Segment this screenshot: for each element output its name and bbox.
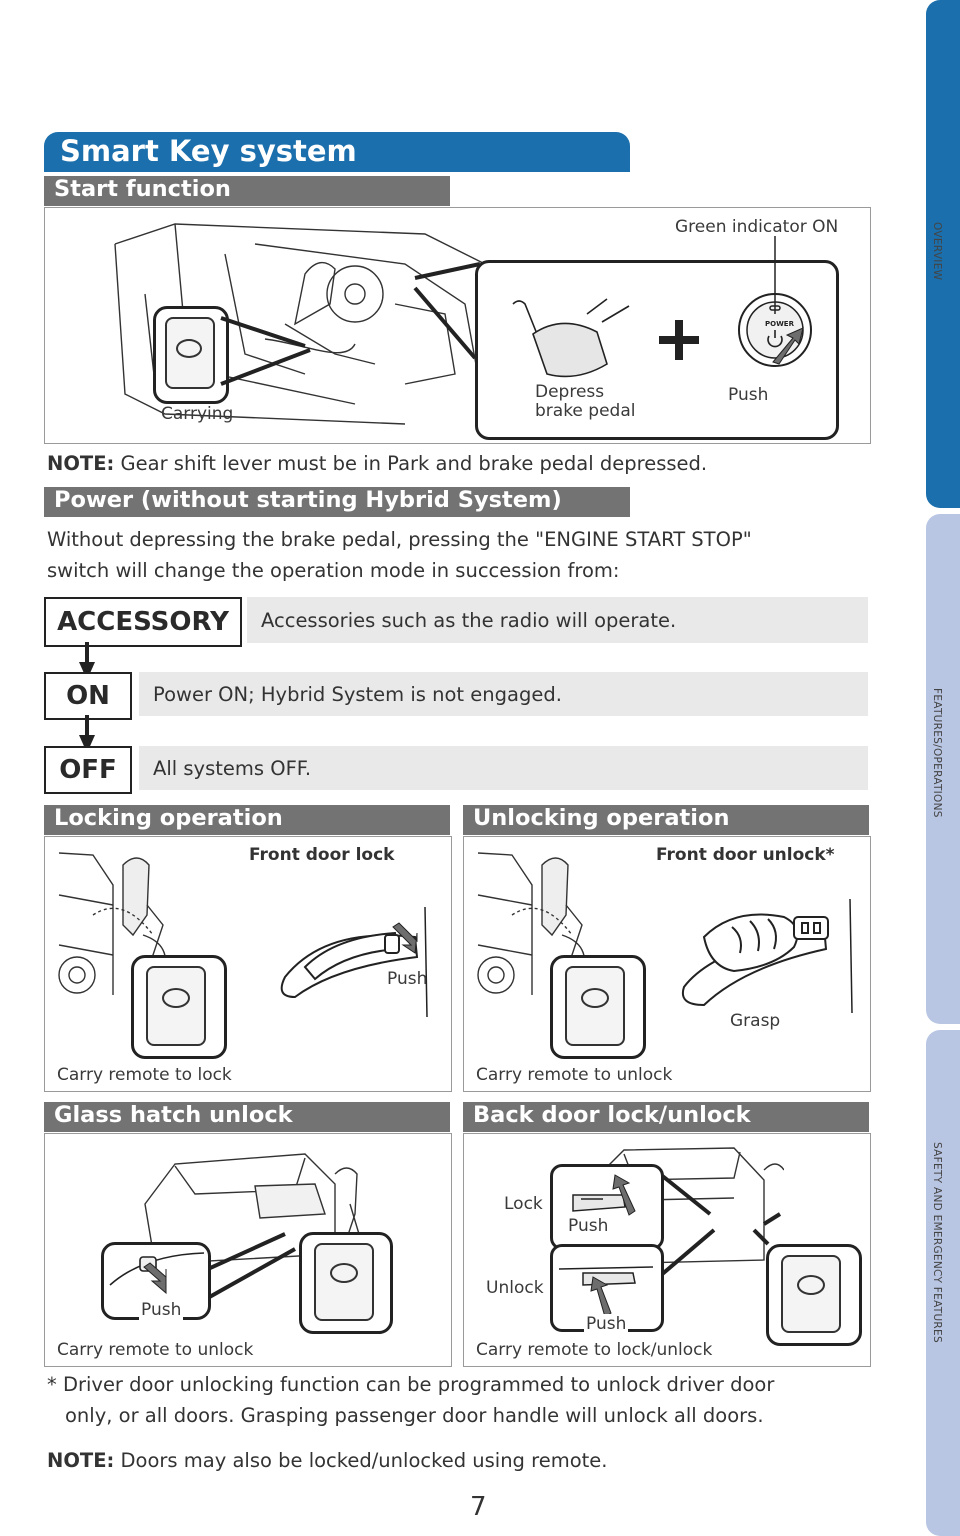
door-handle-lock-icon xyxy=(280,906,428,1018)
arrow-down-icon-2 xyxy=(79,715,95,753)
back-door-heading: Back door lock/unlock xyxy=(473,1102,751,1128)
back-door-panel: Lock Unlock Push Push Carry remote to lo… xyxy=(463,1133,871,1367)
unlock-remote-callout xyxy=(550,955,646,1059)
back-door-lock-label: Lock xyxy=(504,1194,543,1214)
unlock-caption: Carry remote to unlock xyxy=(476,1065,673,1085)
carrying-label: Carrying xyxy=(161,404,234,424)
unlocking-panel: Front door unlock* Grasp Carry remote to… xyxy=(463,836,871,1092)
front-door-lock-label: Front door lock xyxy=(249,845,395,865)
tab-overview-label: OVERVIEW xyxy=(931,222,943,281)
depress-label-line2: brake pedal xyxy=(535,401,636,421)
front-door-unlock-label: Front door unlock* xyxy=(656,845,835,865)
note-label: NOTE: xyxy=(47,452,115,475)
start-function-heading: Start function xyxy=(54,176,231,202)
locking-header: Locking operation xyxy=(44,805,450,835)
glass-hatch-heading: Glass hatch unlock xyxy=(54,1102,293,1128)
back-door-lock-callout xyxy=(550,1164,664,1250)
mode-accessory-label: ACCESSORY xyxy=(57,607,229,637)
power-intro-line2: switch will change the operation mode in… xyxy=(47,559,620,582)
indicator-leader-line xyxy=(774,236,776,314)
callout-lines xyxy=(220,262,481,386)
push-label: Push xyxy=(728,385,769,405)
unlocking-heading: Unlocking operation xyxy=(473,805,730,831)
footnote-line2: only, or all doors. Grasping passenger d… xyxy=(65,1404,764,1427)
glass-hatch-header: Glass hatch unlock xyxy=(44,1102,450,1132)
hand-grasp-handle-icon xyxy=(682,898,853,1014)
brake-pedal-icon xyxy=(512,298,630,378)
arrow-down-icon xyxy=(79,642,95,680)
mode-on-label: ON xyxy=(66,681,110,711)
mode-on-desc: Power ON; Hybrid System is not engaged. xyxy=(139,672,868,716)
page-title: Smart Key system xyxy=(60,134,357,168)
note2-text: Doors may also be locked/unlocked using … xyxy=(120,1449,608,1472)
back-door-header: Back door lock/unlock xyxy=(463,1102,869,1132)
note-doors-remote: NOTE: Doors may also be locked/unlocked … xyxy=(47,1449,608,1472)
mode-on-box: ON xyxy=(44,672,132,720)
page-title-bar: Smart Key system xyxy=(44,132,630,172)
back-door-remote-callout xyxy=(766,1244,862,1346)
back-door-callout-lines xyxy=(658,1172,782,1278)
glass-hatch-push-label: Push xyxy=(139,1300,184,1320)
carrying-remote-callout xyxy=(153,306,229,404)
back-door-push-top-label: Push xyxy=(566,1216,611,1236)
plus-icon xyxy=(659,320,699,360)
glass-hatch-caption: Carry remote to unlock xyxy=(57,1340,254,1360)
mode-off-label: OFF xyxy=(59,755,117,785)
start-function-panel: POWER Green indicator ON Carrying Depres… xyxy=(44,207,871,444)
lock-remote-callout xyxy=(131,955,227,1059)
suv-rear-glass-illustration xyxy=(144,1153,366,1281)
unlocking-header: Unlocking operation xyxy=(463,805,869,835)
tab-safety-emergency[interactable] xyxy=(926,1030,960,1536)
mode-off-box: OFF xyxy=(44,746,132,794)
back-door-caption: Carry remote to lock/unlock xyxy=(476,1340,713,1360)
tab-safety-label: SAFETY AND EMERGENCY FEATURES xyxy=(931,1142,943,1343)
mode-accessory-desc: Accessories such as the radio will opera… xyxy=(247,597,868,643)
back-door-unlock-label: Unlock xyxy=(486,1278,544,1298)
unlock-button-icon xyxy=(558,1266,654,1318)
depress-label-line1: Depress xyxy=(535,382,605,402)
lock-push-label: Push xyxy=(387,969,428,989)
hatch-switch-icon xyxy=(109,1252,205,1295)
footnote-line1: * Driver door unlocking function can be … xyxy=(47,1373,775,1396)
tab-overview[interactable] xyxy=(926,0,960,508)
mode-off-desc: All systems OFF. xyxy=(139,746,868,790)
tab-features-operations[interactable] xyxy=(926,514,960,1024)
power-button-label: POWER xyxy=(765,320,794,328)
power-section-header: Power (without starting Hybrid System) xyxy=(44,487,630,517)
locking-panel: Front door lock Push Carry remote to loc… xyxy=(44,836,452,1092)
note2-label: NOTE: xyxy=(47,1449,115,1472)
power-intro-line1: Without depressing the brake pedal, pres… xyxy=(47,528,752,551)
start-function-header: Start function xyxy=(44,176,450,206)
note-text: Gear shift lever must be in Park and bra… xyxy=(120,452,708,475)
note-gear-shift: NOTE: Gear shift lever must be in Park a… xyxy=(47,452,707,475)
locking-heading: Locking operation xyxy=(54,805,283,831)
grasp-label: Grasp xyxy=(730,1011,781,1031)
glass-hatch-remote-callout xyxy=(299,1232,393,1334)
glass-hatch-panel: Push Carry remote to unlock xyxy=(44,1133,452,1367)
tab-features-label: FEATURES/OPERATIONS xyxy=(931,688,943,818)
car-side-unlock-illustration xyxy=(477,852,586,1006)
mode-accessory-box: ACCESSORY xyxy=(44,597,242,647)
lock-button-icon xyxy=(572,1174,636,1216)
lock-caption: Carry remote to lock xyxy=(57,1065,232,1085)
power-section-heading: Power (without starting Hybrid System) xyxy=(54,487,562,513)
page-number: 7 xyxy=(470,1492,487,1522)
green-indicator-label: Green indicator ON xyxy=(675,217,839,237)
back-door-push-bottom-label: Push xyxy=(584,1314,629,1334)
